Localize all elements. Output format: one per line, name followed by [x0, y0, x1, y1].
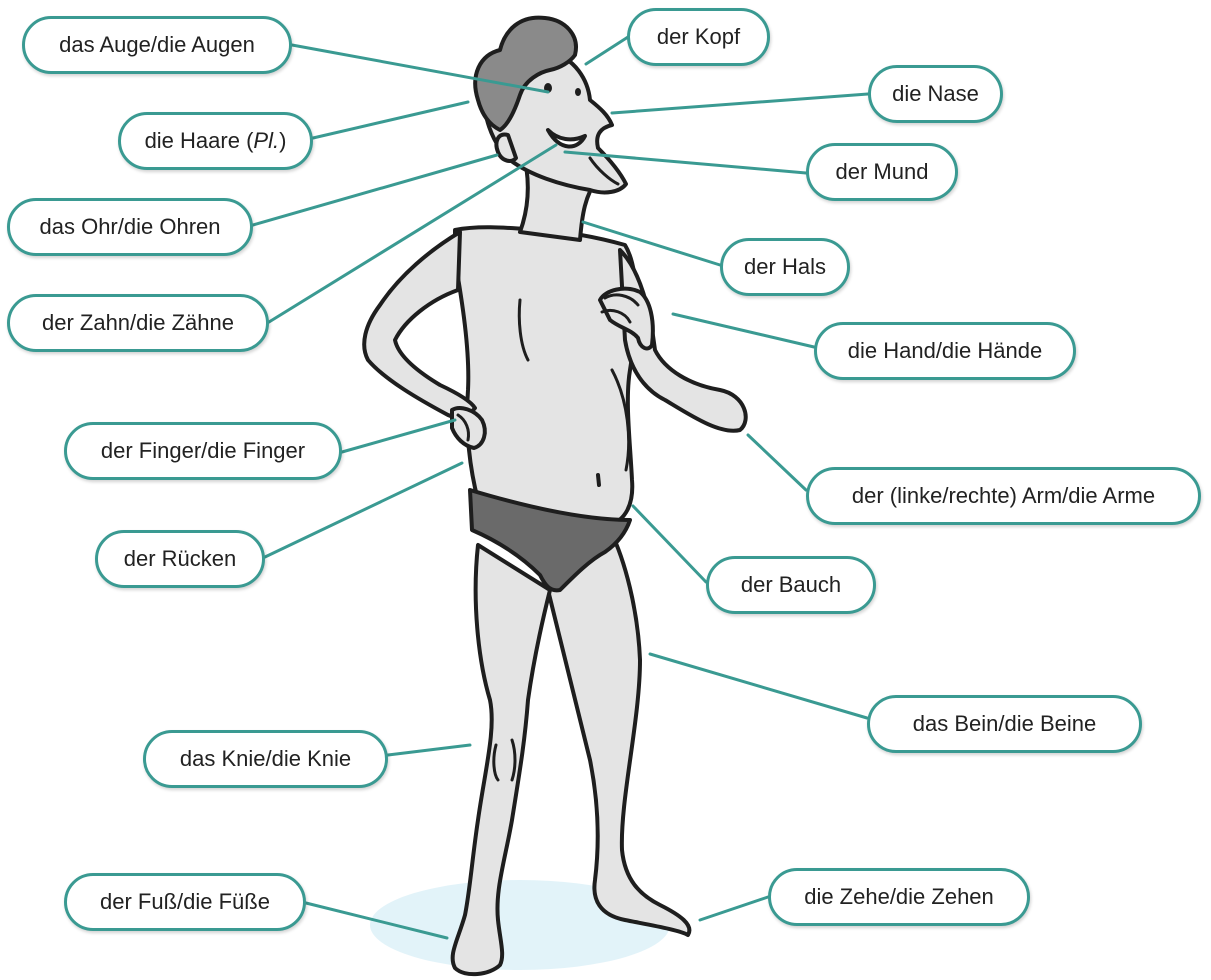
label-head: der Kopf — [627, 8, 770, 66]
eye — [544, 83, 552, 93]
man-figure — [364, 18, 746, 975]
label-neck: der Hals — [720, 238, 850, 296]
label-eye: das Auge/die Augen — [22, 16, 292, 74]
label-arm: der (linke/rechte) Arm/die Arme — [806, 467, 1201, 525]
right-arm — [364, 232, 475, 417]
label-ear: das Ohr/die Ohren — [7, 198, 253, 256]
label-toe: die Zehe/die Zehen — [768, 868, 1030, 926]
label-nose: die Nase — [868, 65, 1003, 123]
torso — [455, 227, 636, 525]
label-back: der Rücken — [95, 530, 265, 588]
label-finger: der Finger/die Finger — [64, 422, 342, 480]
label-hair-abbrev: Pl. — [253, 128, 279, 154]
label-hair: die Haare (Pl.) — [118, 112, 313, 170]
navel — [598, 475, 599, 485]
label-tooth: der Zahn/die Zähne — [7, 294, 269, 352]
left-leg — [548, 530, 689, 935]
label-hand: die Hand/die Hände — [814, 322, 1076, 380]
label-belly: der Bauch — [706, 556, 876, 614]
label-leg: das Bein/die Beine — [867, 695, 1142, 753]
eye-2 — [575, 88, 581, 96]
label-foot: der Fuß/die Füße — [64, 873, 306, 931]
label-mouth: der Mund — [806, 143, 958, 201]
label-hair-text: die Haare ( — [145, 128, 254, 154]
label-hair-close: ) — [279, 128, 286, 154]
label-knee: das Knie/die Knie — [143, 730, 388, 788]
